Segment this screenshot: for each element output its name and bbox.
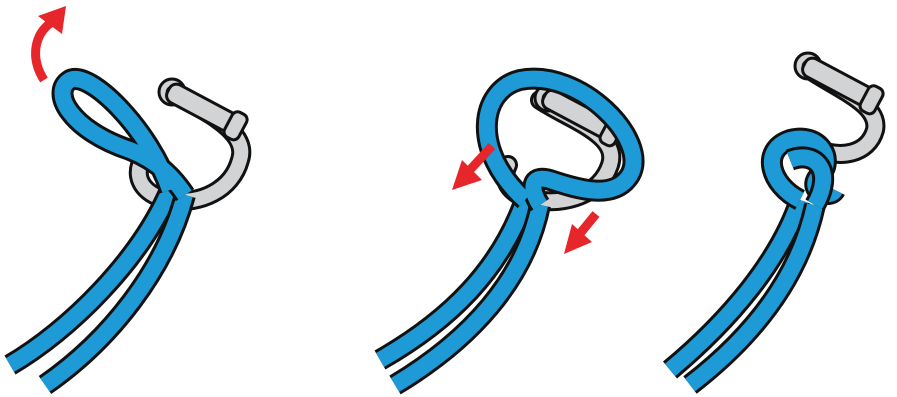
pull-arrow-right-icon <box>564 214 596 254</box>
step-2 <box>380 79 633 385</box>
pull-arrow-left-icon <box>452 146 492 190</box>
step-3 <box>670 53 885 385</box>
rope-icon <box>10 79 185 385</box>
rotate-arrow-icon <box>36 22 52 80</box>
step-1 <box>10 6 249 385</box>
rope-icon <box>670 139 835 385</box>
